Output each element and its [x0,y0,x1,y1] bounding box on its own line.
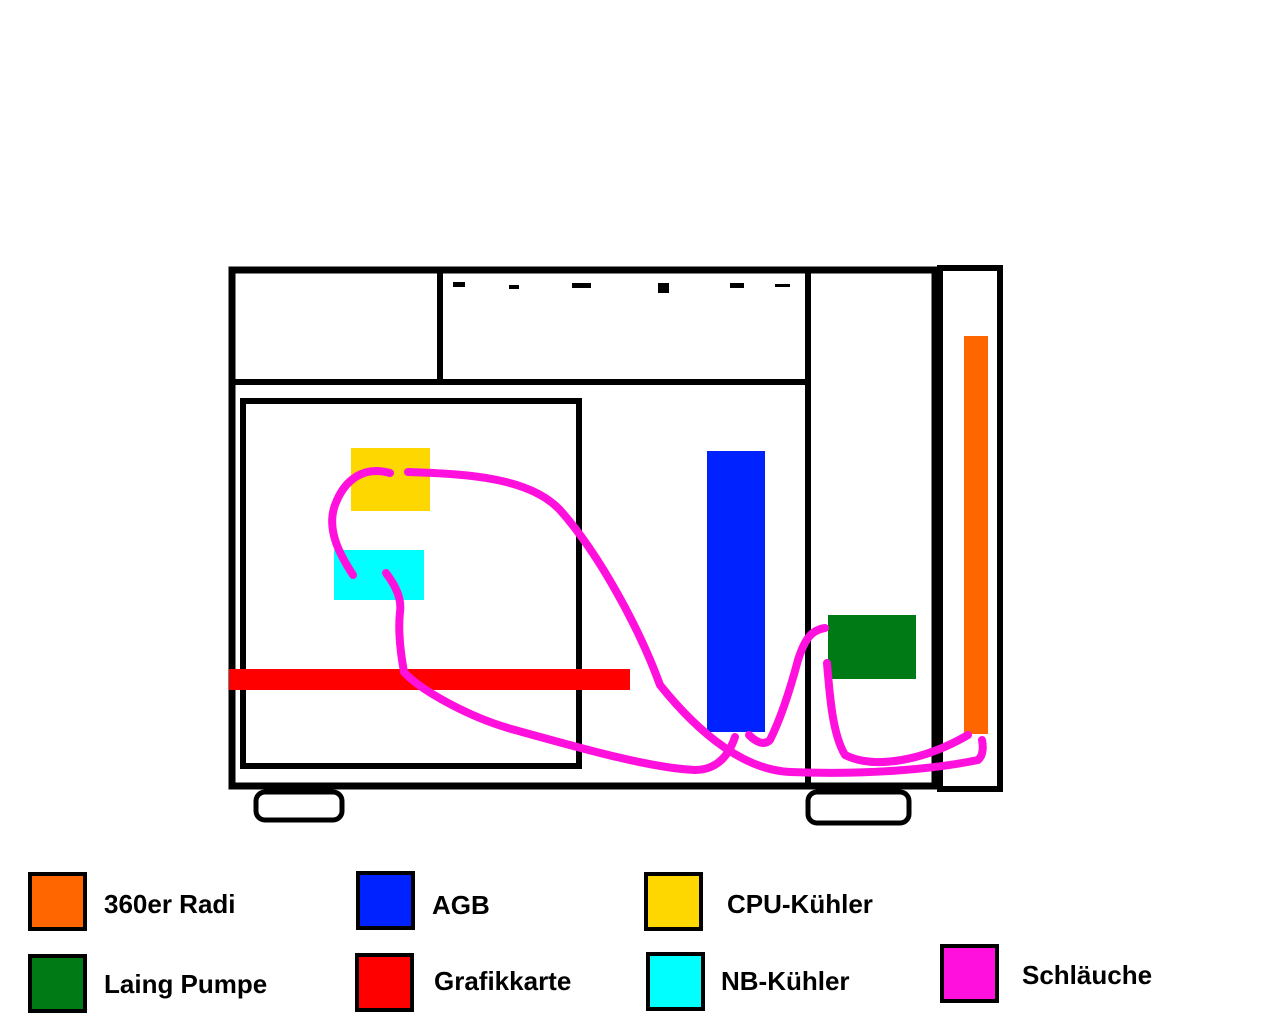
legend-swatch-pump [28,954,87,1013]
tube-pump-to-radiator [823,659,972,767]
legend-label-radiator: 360er Radi [104,889,236,919]
mainboard [240,398,582,769]
front-panel [937,265,1003,792]
cpu-cooler [351,448,430,511]
tube-cpu-to-pump [404,468,987,777]
legend-swatch-radiator [28,872,87,931]
tube-reservoir-to-pump [745,624,829,747]
legend-swatch-nb-cooler [646,952,705,1011]
legend-swatch-reservoir [356,871,415,930]
legend-item-pump: Laing Pumpe [28,954,267,1013]
legend-item-radiator: 360er Radi [28,872,236,931]
case-foot-left [253,789,345,823]
nb-cooler [334,550,424,600]
legend-item-reservoir: AGB [356,871,490,930]
legend-label-tubing: Schläuche [1022,960,1152,990]
legend-swatch-tubing [940,944,999,1003]
pc-case [228,265,1003,826]
legend: 360er Radi AGB CPU-Kühler Laing Pumpe Gr… [28,871,1152,1013]
tube-nb-to-reservoir [382,569,739,774]
case-body [228,266,939,790]
legend-swatch-graphics-card [355,953,414,1012]
legend-item-nb-cooler: NB-Kühler [646,952,850,1011]
legend-item-graphics-card: Grafikkarte [355,953,571,1012]
legend-item-cpu-cooler: CPU-Kühler [644,872,873,931]
legend-label-cpu-cooler: CPU-Kühler [727,889,873,919]
legend-label-graphics-card: Grafikkarte [434,966,571,996]
tube-cpu-to-nb [328,467,394,579]
legend-swatch-cpu-cooler [644,872,703,931]
legend-label-pump: Laing Pumpe [104,969,267,999]
legend-label-nb-cooler: NB-Kühler [721,966,850,996]
tubing [328,467,987,777]
top-bay-marks [453,282,790,293]
graphics-card [229,669,630,690]
radiator [964,336,988,734]
laing-pump [828,615,916,679]
legend-label-reservoir: AGB [432,890,490,920]
case-foot-right [805,789,912,826]
legend-item-tubing: Schläuche [940,944,1152,1003]
reservoir-agb [707,451,765,732]
